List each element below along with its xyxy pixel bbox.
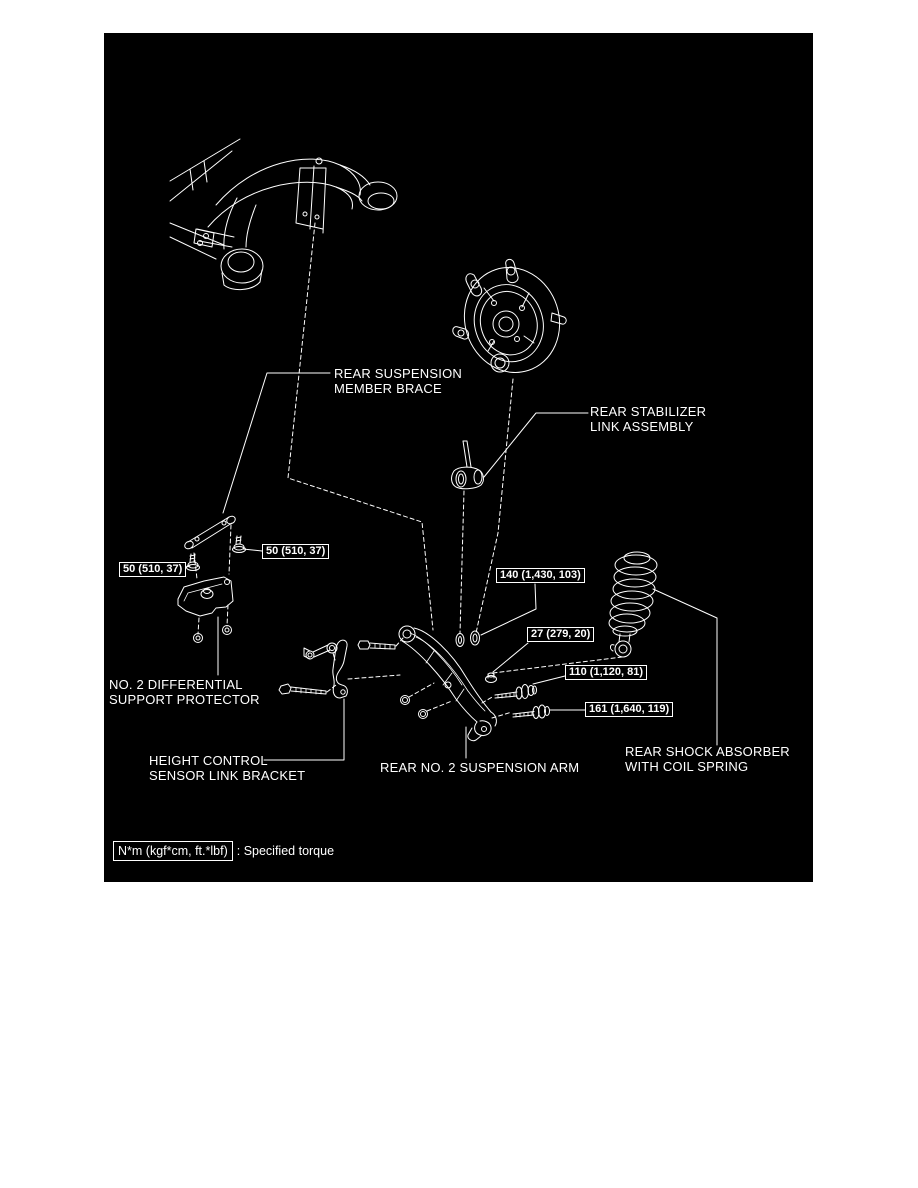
suspension-diagram: REAR SUSPENSION MEMBER BRACE REAR STABIL…	[104, 33, 813, 882]
diagram-line-art	[169, 138, 718, 761]
hub-knuckle-illustration	[452, 258, 567, 373]
label-line: REAR SHOCK ABSORBER	[625, 744, 790, 759]
label-line: SUPPORT PROTECTOR	[109, 692, 260, 707]
torque-callout-brace-bolt-right: 50 (510, 37)	[262, 544, 330, 559]
torque-legend-description: : Specified torque	[236, 844, 335, 858]
torque-callout-arm-bolt-110: 110 (1,120, 81)	[565, 665, 648, 680]
label-line: LINK ASSEMBLY	[590, 419, 694, 434]
shock-absorber-illustration	[608, 551, 658, 658]
torque-legend: N*m (kgf*cm, ft.*lbf) : Specified torque	[113, 841, 334, 861]
stabilizer-link-illustration	[451, 440, 484, 490]
label-rear-suspension-member-brace: REAR SUSPENSION MEMBER BRACE	[334, 366, 462, 396]
suspension-member-illustration	[169, 138, 398, 290]
torque-callout-shock-lower-nut: 27 (279, 20)	[527, 627, 595, 642]
torque-callout-brace-bolt-left: 50 (510, 37)	[119, 562, 187, 577]
torque-unit-box: N*m (kgf*cm, ft.*lbf)	[113, 841, 233, 861]
label-line: REAR SUSPENSION	[334, 366, 462, 381]
brace-and-protector-illustration	[177, 515, 246, 643]
label-rear-stabilizer-link-assembly: REAR STABILIZER LINK ASSEMBLY	[590, 404, 706, 434]
label-line: WITH COIL SPRING	[625, 759, 749, 774]
torque-callout-arm-to-knuckle: 140 (1,430, 103)	[496, 568, 585, 583]
label-line: NO. 2 DIFFERENTIAL	[109, 677, 243, 692]
torque-callout-arm-bolt-161: 161 (1,640, 119)	[585, 702, 674, 717]
label-line: REAR NO. 2 SUSPENSION ARM	[380, 760, 580, 775]
label-line: REAR STABILIZER	[590, 404, 707, 419]
label-line: HEIGHT CONTROL	[149, 753, 268, 768]
label-rear-no2-suspension-arm: REAR NO. 2 SUSPENSION ARM	[380, 760, 579, 775]
label-rear-shock-absorber-with-coil-spring: REAR SHOCK ABSORBER WITH COIL SPRING	[625, 744, 790, 774]
label-no2-differential-support-protector: NO. 2 DIFFERENTIAL SUPPORT PROTECTOR	[109, 677, 260, 707]
assembly-guide-lines	[193, 222, 623, 719]
suspension-arm-illustration	[357, 625, 550, 742]
label-line: SENSOR LINK BRACKET	[149, 768, 306, 783]
label-line: MEMBER BRACE	[334, 381, 442, 396]
label-height-control-sensor-link-bracket: HEIGHT CONTROL SENSOR LINK BRACKET	[149, 753, 305, 783]
leader-lines	[177, 372, 718, 761]
height-sensor-bracket-illustration	[278, 639, 348, 699]
